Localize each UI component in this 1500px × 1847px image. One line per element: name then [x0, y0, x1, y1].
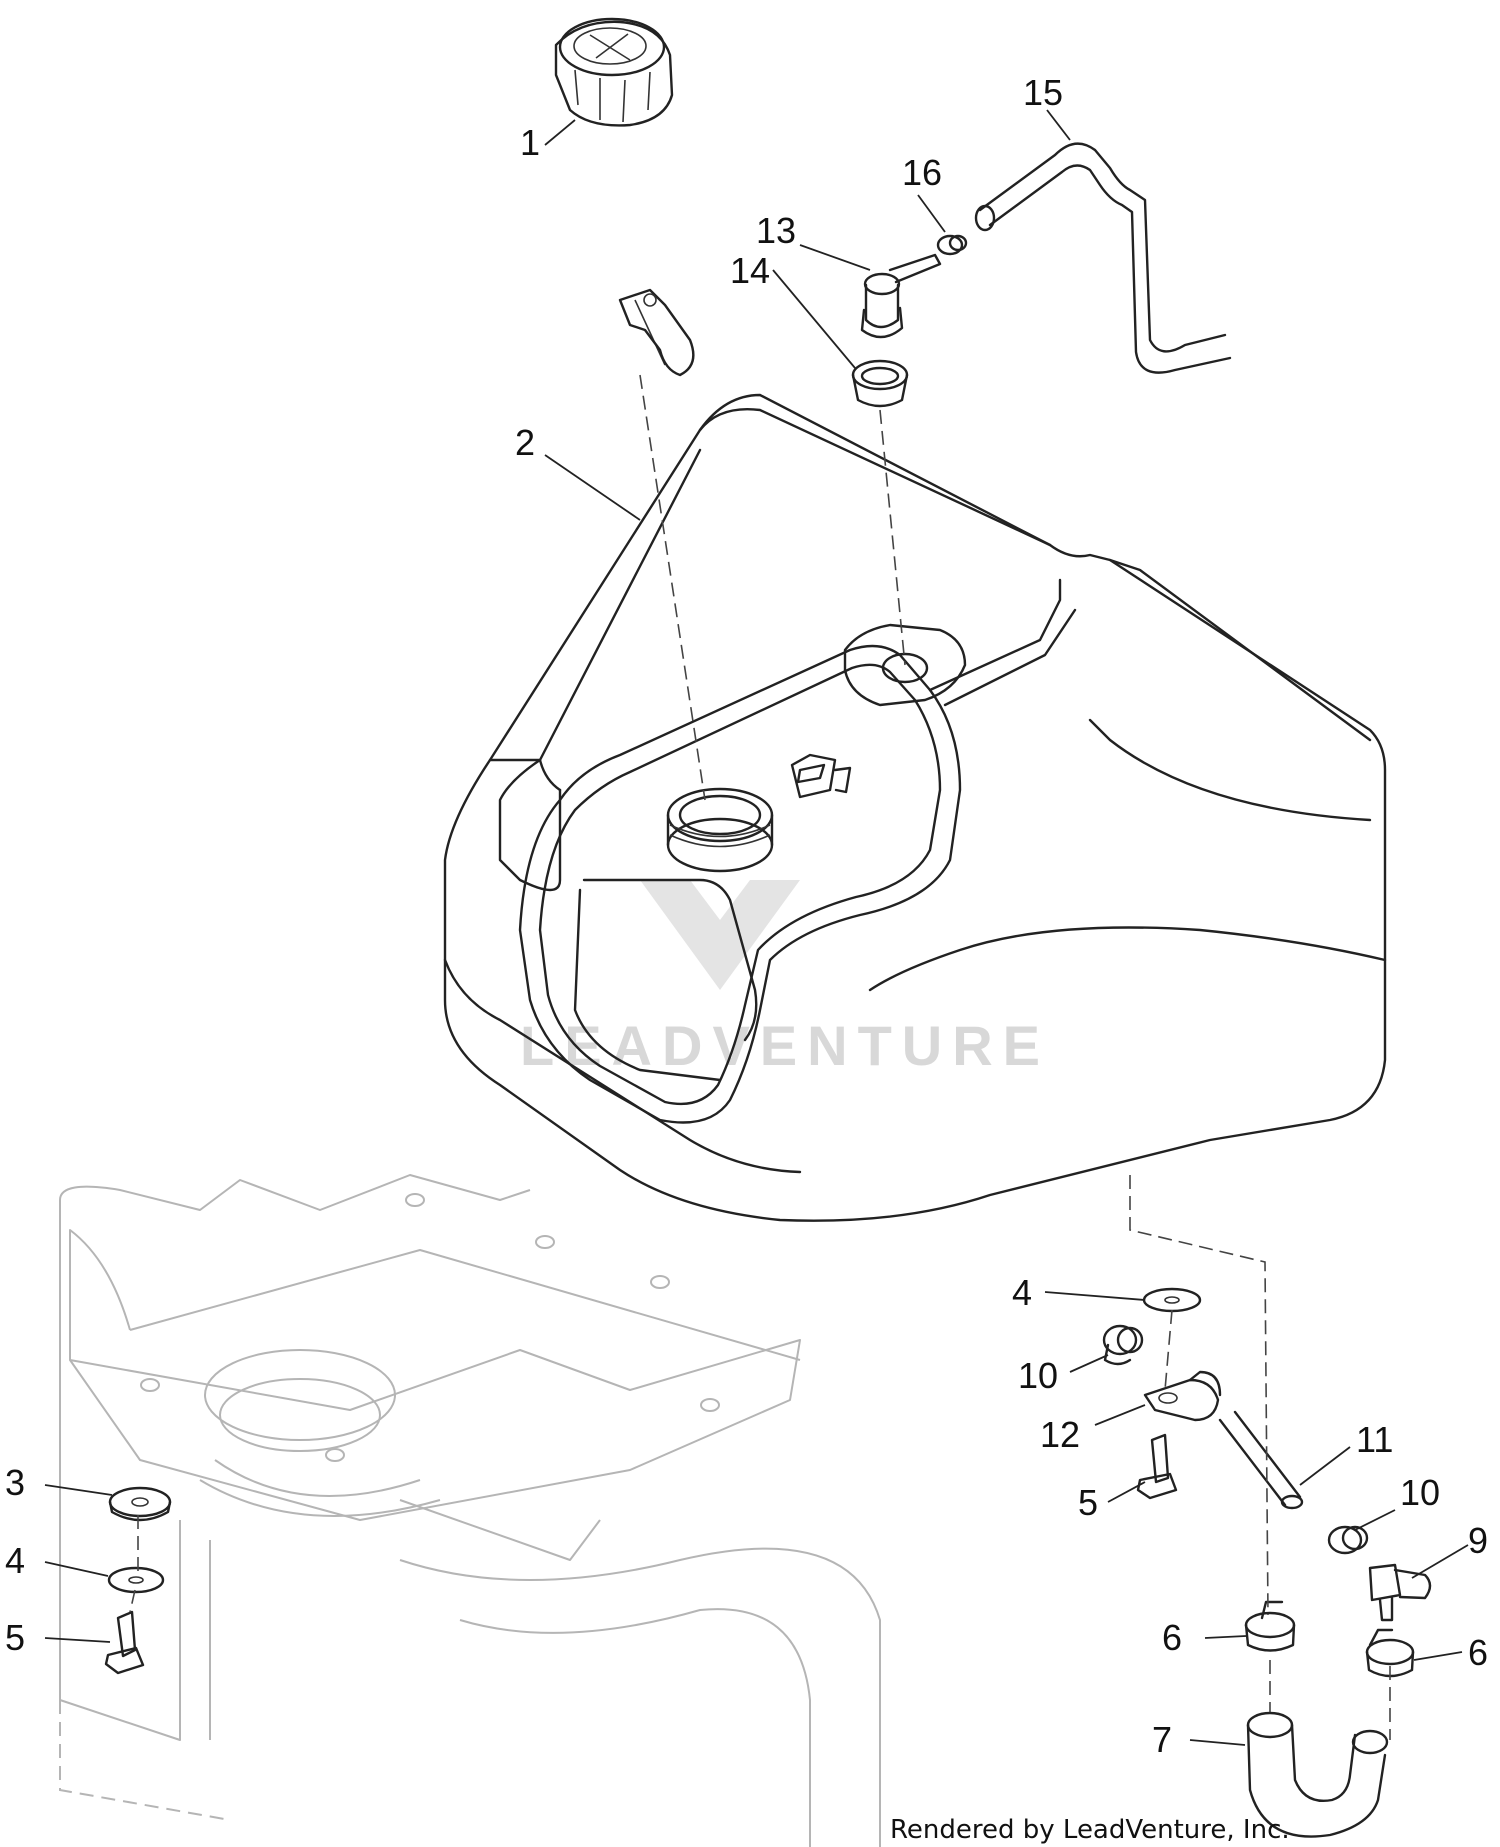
callout-4-right: 4 [1012, 1272, 1032, 1313]
callout-10-upper: 10 [1018, 1355, 1058, 1396]
callout-10-lower: 10 [1400, 1472, 1440, 1513]
hose-clamp-lower [1327, 1525, 1369, 1555]
rendered-by-footer: Rendered by LeadVenture, Inc. [890, 1815, 1290, 1845]
filler-neck [666, 787, 774, 873]
shutoff-valve [1368, 1563, 1432, 1622]
callout-13: 13 [756, 210, 796, 251]
callout-5-right: 5 [1078, 1482, 1098, 1523]
washer-right [1142, 1287, 1202, 1313]
hose-clamp-small [936, 234, 968, 256]
callout-7: 7 [1152, 1719, 1172, 1760]
bolt-left [104, 1610, 145, 1675]
watermark-text: LEADVENTURE [520, 1014, 1050, 1077]
chassis-frame-ghost [59, 1174, 881, 1847]
p-clamp [1143, 1370, 1222, 1422]
callout-1: 1 [520, 122, 540, 163]
fuel-hose-u [1246, 1711, 1389, 1838]
hose-clamp-left [1244, 1600, 1296, 1652]
callout-16: 16 [902, 152, 942, 193]
fuel-pump-symbol-icon [790, 753, 852, 799]
callout-14: 14 [730, 250, 770, 291]
fuel-tank [443, 393, 1387, 1222]
bolt-right [1136, 1433, 1178, 1500]
watermark: LEADVENTURE [520, 880, 1050, 1077]
assembly-lines [129, 374, 1391, 1740]
callout-15: 15 [1023, 72, 1063, 113]
hose-clamp-upper [1102, 1324, 1144, 1366]
vent-valve [860, 253, 942, 339]
callout-9: 9 [1468, 1520, 1488, 1561]
callout-5-left: 5 [5, 1617, 25, 1658]
fuel-cap [554, 17, 695, 377]
callout-11: 11 [1356, 1419, 1393, 1460]
callout-2: 2 [515, 422, 535, 463]
leader-lines [44, 109, 1469, 1746]
vent-hose [974, 142, 1232, 374]
grommet [851, 359, 909, 408]
callout-labels: 1 2 13 14 16 15 4 10 12 5 11 10 9 6 6 7 … [5, 72, 1488, 1760]
callout-4-left: 4 [5, 1540, 25, 1581]
washer-left [107, 1566, 165, 1594]
spacer-washer [108, 1486, 172, 1522]
callout-6-right: 6 [1468, 1632, 1488, 1673]
callout-12: 12 [1040, 1414, 1080, 1455]
callout-6-left: 6 [1162, 1617, 1182, 1658]
callout-3: 3 [5, 1462, 25, 1503]
fuel-line [1218, 1410, 1304, 1510]
